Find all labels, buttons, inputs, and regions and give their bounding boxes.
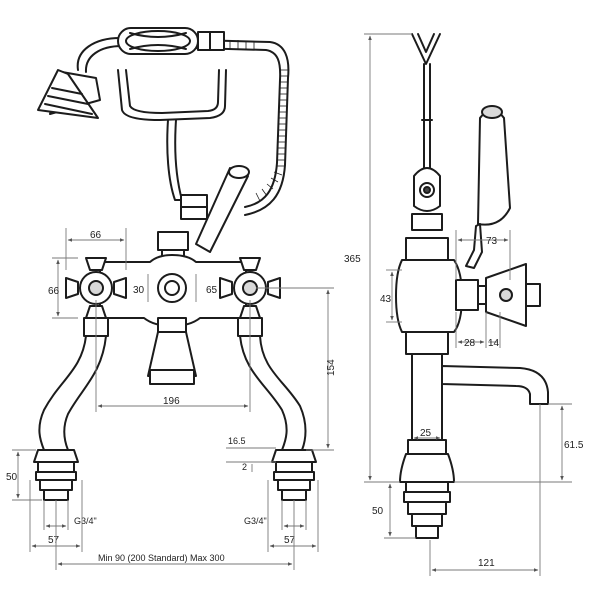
side-cradle-fork — [411, 33, 441, 171]
dim-28: 28 — [464, 338, 476, 349]
hand-shower-head — [37, 69, 101, 119]
dim-66-top: 66 — [90, 230, 102, 241]
spout — [147, 331, 197, 385]
dim-50-side: 50 — [372, 506, 384, 517]
tail-right — [271, 449, 317, 501]
dim-121: 121 — [478, 558, 495, 569]
dim-66-left: 66 — [48, 286, 60, 297]
side-lever-handle — [465, 105, 511, 269]
dim-65: 65 — [206, 285, 218, 296]
dim-43: 43 — [380, 294, 392, 305]
side-base — [399, 453, 455, 539]
tail-left — [33, 449, 79, 501]
dim-57-right: 57 — [284, 535, 296, 546]
dim-14: 14 — [488, 338, 500, 349]
front-view: 66 66 30 65 196 154 16.5 — [6, 27, 337, 570]
side-cross-handle — [485, 263, 541, 327]
side-dimensions: 365 73 43 28 14 25 — [344, 33, 584, 576]
shower-handle-grip — [117, 27, 225, 55]
dim-57-left: 57 — [48, 535, 60, 546]
dim-2: 2 — [242, 462, 247, 472]
cross-handle-left — [65, 257, 127, 319]
dim-25: 25 — [420, 428, 432, 439]
dim-30: 30 — [133, 285, 145, 296]
side-view: 365 73 43 28 14 25 — [344, 33, 584, 576]
shower-hose — [76, 37, 290, 216]
leg-right — [239, 335, 307, 451]
dim-g34-right: G3/4" — [244, 516, 267, 526]
front-dimensions: 66 66 30 65 196 154 16.5 — [6, 228, 337, 570]
dim-16-5: 16.5 — [228, 436, 246, 446]
dim-g34-left: G3/4" — [74, 516, 97, 526]
side-spout — [441, 365, 549, 405]
diverter-lever — [180, 165, 250, 253]
dim-365: 365 — [344, 254, 361, 265]
mixer-body — [99, 231, 247, 333]
dim-196: 196 — [163, 396, 180, 407]
side-diverter-knob — [411, 167, 443, 231]
dim-centres: Min 90 (200 Standard) Max 300 — [98, 553, 225, 563]
shower-cradle — [117, 69, 227, 201]
dim-73: 73 — [486, 236, 498, 247]
dim-61-5: 61.5 — [564, 440, 584, 451]
dim-154: 154 — [326, 359, 337, 376]
side-column — [407, 353, 447, 455]
dim-50-front: 50 — [6, 472, 18, 483]
leg-left — [38, 335, 107, 451]
